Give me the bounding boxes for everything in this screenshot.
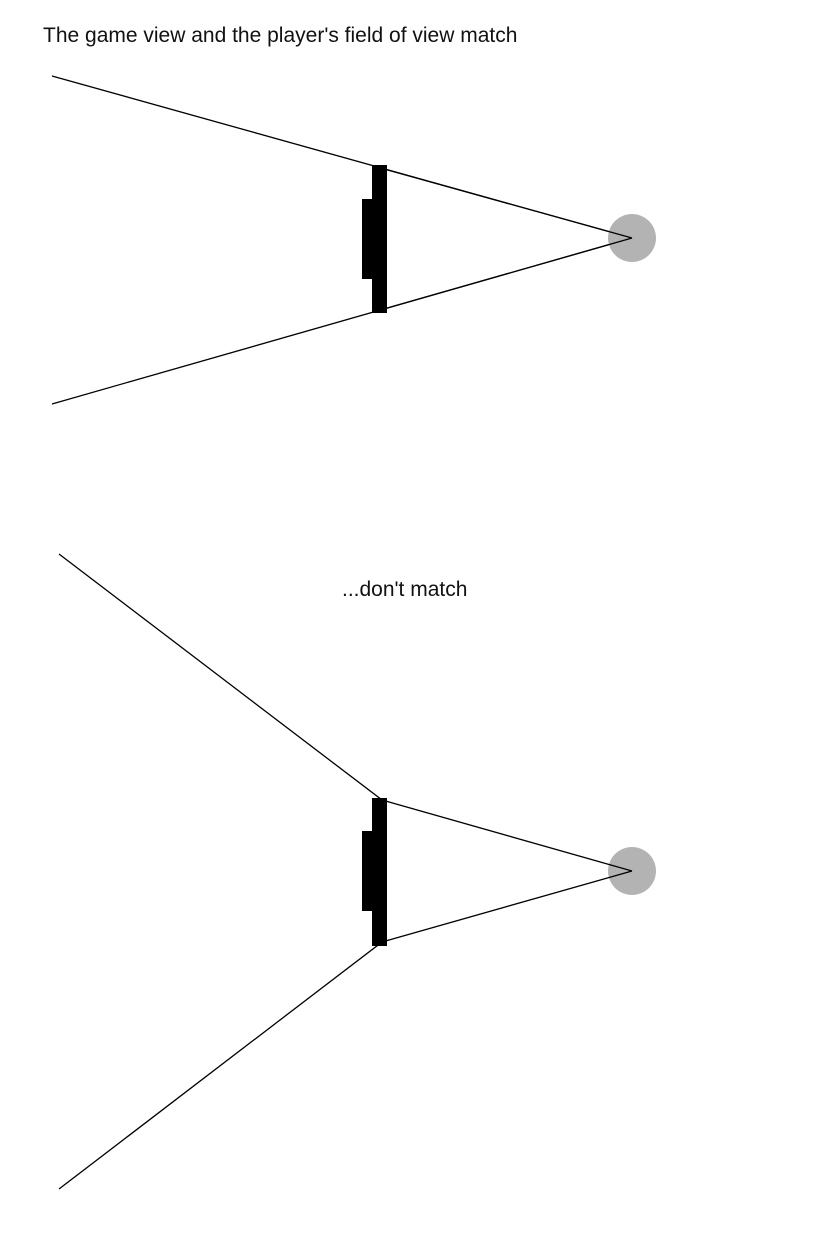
panel-match	[51, 75, 656, 405]
monitor-screen	[372, 798, 387, 946]
panel-mismatch	[58, 553, 656, 1190]
monitor-stand	[362, 831, 374, 911]
monitor-stand	[362, 199, 374, 279]
caption-mismatch: ...don't match	[342, 578, 468, 601]
view-ray-upper-near	[383, 168, 633, 239]
view-ray-lower-near	[383, 237, 633, 310]
monitor-screen	[372, 165, 387, 313]
game-view-ray-upper	[58, 553, 383, 801]
game-view-ray-lower	[58, 941, 383, 1190]
caption-match: The game view and the player's field of …	[43, 24, 518, 47]
player-view-ray-lower	[381, 870, 633, 943]
player-view-ray-upper	[381, 799, 633, 872]
